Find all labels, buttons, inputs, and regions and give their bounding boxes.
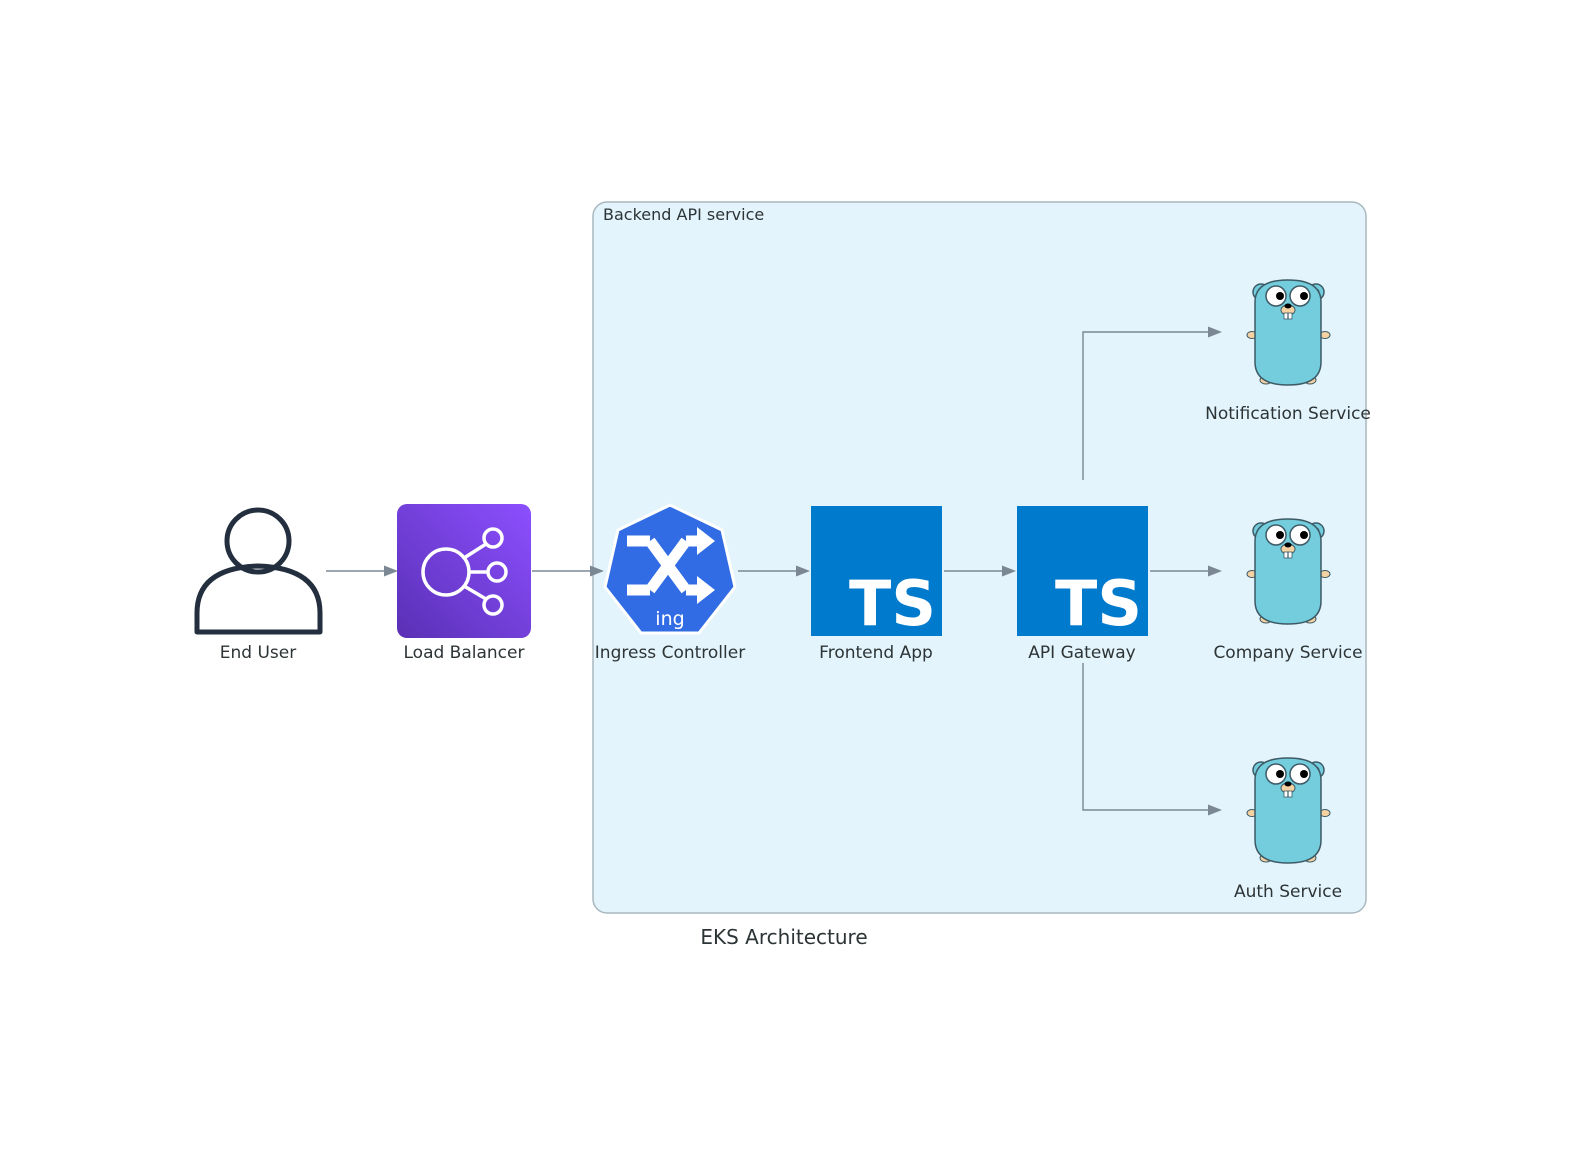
edge-api-gateway-to-auth-service [1082,663,1222,816]
ts-icon-text: TS [849,567,936,640]
node-end-user: End User [194,507,323,663]
typescript-icon: TS [811,506,942,640]
node-notification-service: Notification Service [1205,279,1371,424]
typescript-icon: TS [1017,506,1148,640]
ts-icon-text: TS [1055,567,1142,640]
edge-api-gateway-to-notification-service [1082,326,1222,480]
cluster-label: Backend API service [603,205,764,224]
go-gopher-icon [1246,279,1331,386]
edge-api-gateway-to-company-service [1150,565,1222,577]
edges [326,326,1222,816]
node-company-service: Company Service [1213,518,1363,663]
node-label: Company Service [1213,643,1362,663]
node-frontend-app: TS Frontend App [811,506,942,663]
node-label: Auth Service [1234,882,1342,902]
go-gopher-icon [1246,757,1331,864]
node-api-gateway: TS API Gateway [1017,506,1148,663]
node-load-balancer: Load Balancer [397,504,531,663]
edge-frontend-app-to-api-gateway [944,565,1016,577]
edge-ingress-controller-to-frontend-app [738,565,810,577]
edge-load-balancer-to-ingress-controller [532,565,604,577]
node-auth-service: Auth Service [1234,757,1342,902]
node-label: Ingress Controller [595,643,745,663]
go-gopher-icon [1246,518,1331,625]
user-icon [194,507,323,635]
node-label: Frontend App [819,643,933,663]
kubernetes-ingress-icon: ing [603,503,737,635]
node-ingress-controller: ing Ingress Controller [595,503,745,663]
node-label: API Gateway [1028,643,1135,663]
edge-end-user-to-load-balancer [326,565,398,577]
diagram-title: EKS Architecture [700,925,867,949]
node-label: Notification Service [1205,404,1371,424]
cluster-backend-api-service: Backend API service [592,201,1367,914]
ingress-icon-text: ing [655,608,684,630]
node-label: End User [220,643,296,663]
elastic-load-balancing-icon [397,504,531,638]
node-label: Load Balancer [404,643,525,663]
